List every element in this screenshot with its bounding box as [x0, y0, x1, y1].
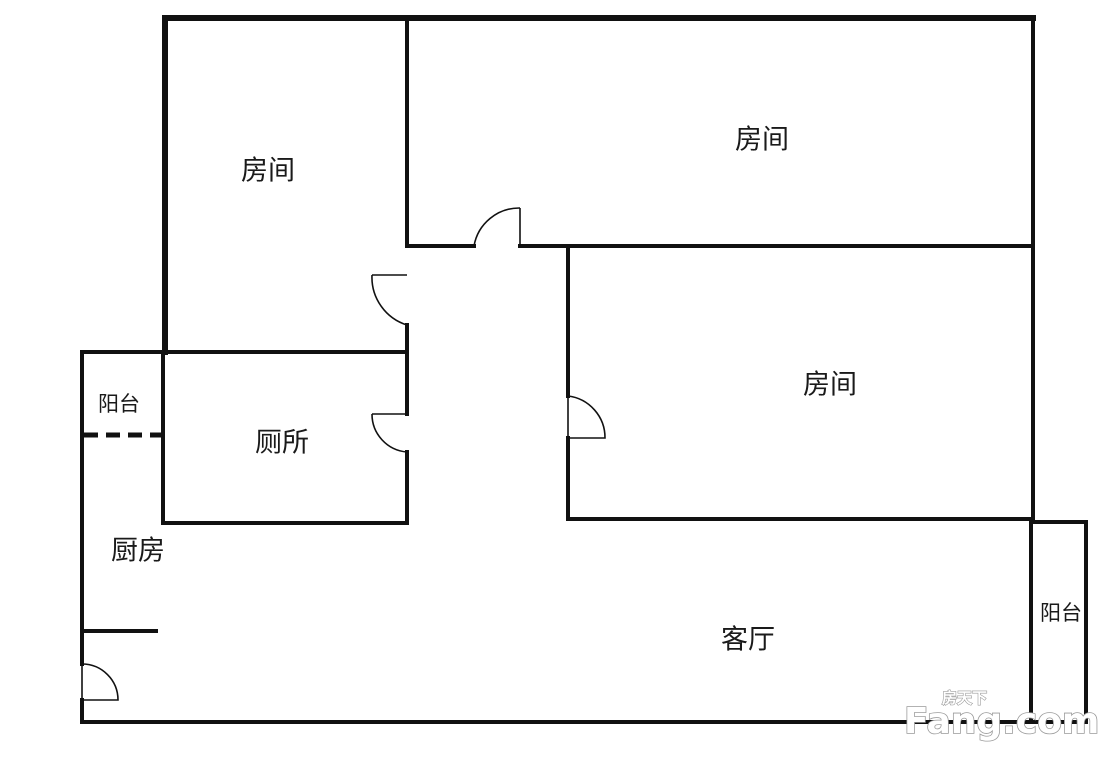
label-bedroom-top-left: 房间 — [241, 156, 295, 187]
label-balcony-left: 阳台 — [98, 392, 140, 416]
label-bedroom-middle-right: 房间 — [803, 370, 857, 401]
watermark-latin: Fang.com — [904, 701, 1099, 742]
label-balcony-right: 阳台 — [1040, 601, 1082, 625]
watermark-logo: 房天下 Fang.com — [903, 688, 1100, 742]
doors — [81, 207, 606, 701]
label-toilet: 厕所 — [255, 428, 309, 459]
door-mid-bedroom — [567, 395, 606, 439]
watermark-cn: 房天下 — [942, 689, 987, 707]
wall-balcony-right — [1029, 520, 1088, 724]
label-kitchen: 厨房 — [111, 536, 165, 567]
door-top-bedroom — [473, 207, 521, 247]
room-labels: 房间 房间 房间 厕所 阳台 厨房 客厅 阳台 — [98, 125, 1082, 656]
label-bedroom-top-right: 房间 — [735, 125, 789, 156]
door-toilet — [371, 413, 408, 453]
door-left-bedroom — [371, 274, 408, 326]
label-living-room: 客厅 — [721, 625, 775, 656]
door-entrance — [81, 663, 119, 701]
walls — [80, 15, 1088, 724]
